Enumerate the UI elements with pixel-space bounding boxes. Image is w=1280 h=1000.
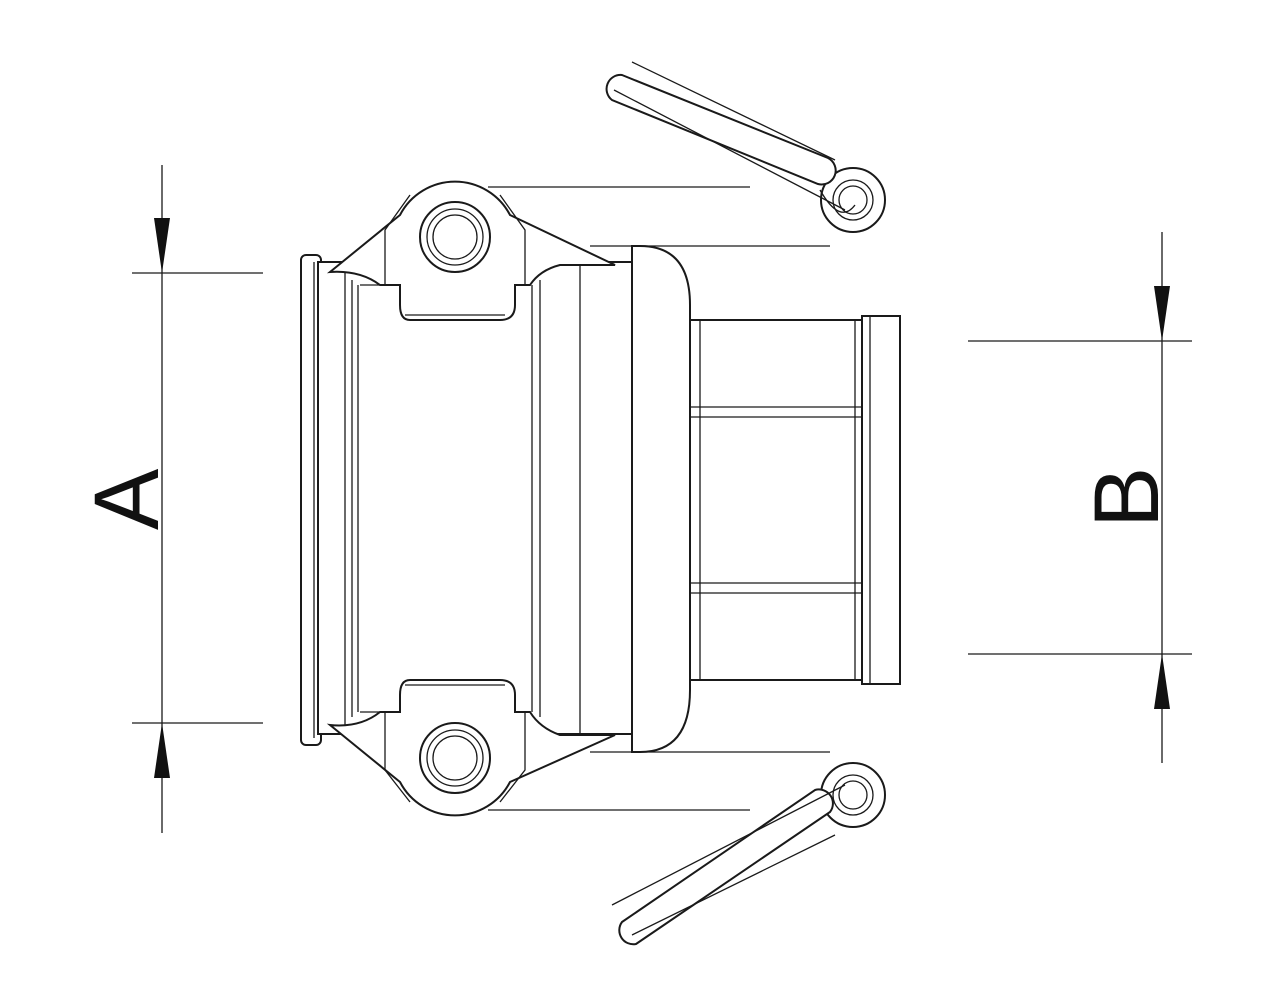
dimension-b-label: B — [1076, 467, 1178, 528]
dimension-a-label: A — [76, 468, 178, 530]
threaded-end — [689, 315, 901, 685]
body-shoulder — [631, 245, 691, 753]
arrow-up-icon — [1154, 654, 1170, 709]
dimension-a: A — [76, 165, 263, 833]
dimension-b: B — [968, 232, 1192, 763]
coupling-body — [317, 261, 635, 735]
left-flange — [300, 254, 322, 746]
cam-ear-top — [326, 180, 616, 321]
cam-arm-top — [488, 61, 886, 247]
arrow-down-icon — [154, 218, 170, 273]
cam-arm-bottom — [488, 751, 886, 946]
arrow-up-icon — [154, 723, 170, 778]
arrow-down-icon — [1154, 286, 1170, 341]
cam-ear-bottom — [326, 679, 616, 817]
